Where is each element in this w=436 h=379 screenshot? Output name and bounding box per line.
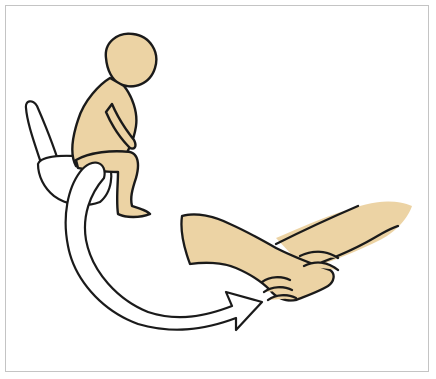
handshake [181,202,412,301]
potty-backrest [26,101,58,160]
child-head [106,34,156,87]
